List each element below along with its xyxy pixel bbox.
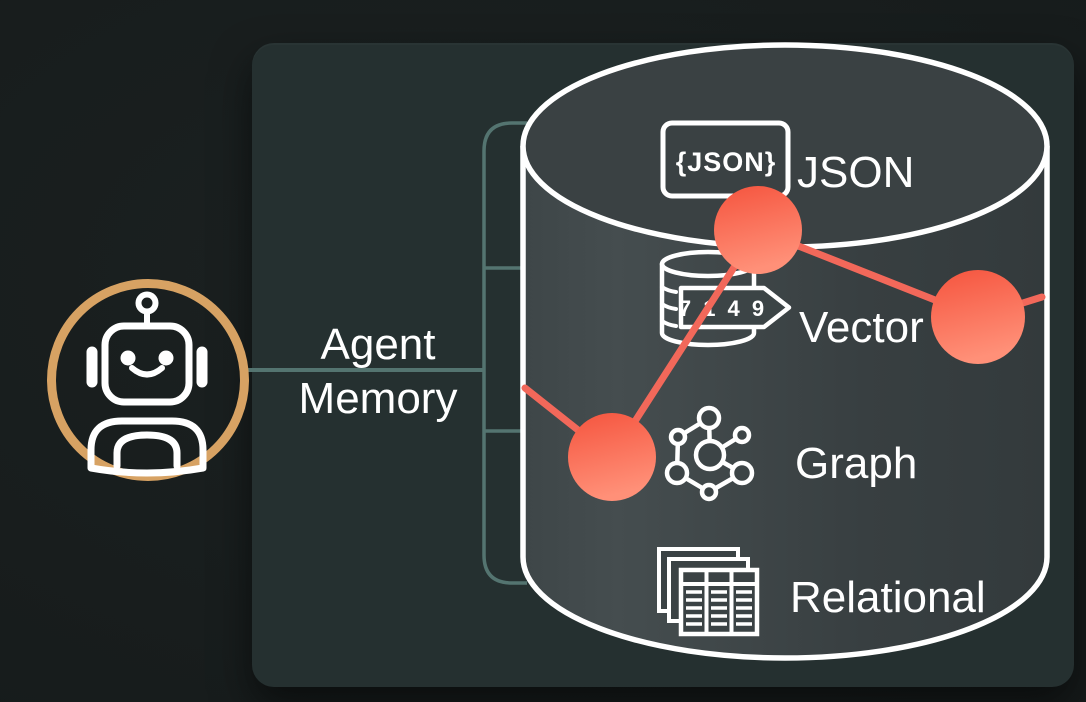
vector-tag xyxy=(678,285,792,330)
data-node-graph xyxy=(568,413,656,501)
graph-network-icon xyxy=(664,405,755,502)
relational-label: Relational xyxy=(790,573,986,622)
json-badge-icon: {JSON} xyxy=(660,120,791,199)
memory-item-relational: Relational xyxy=(657,547,986,637)
data-overlay xyxy=(521,186,1046,501)
json-label: JSON xyxy=(797,148,914,197)
connector-group xyxy=(243,121,527,585)
graph-label: Graph xyxy=(795,439,917,488)
vector-tag-digits: 7 1 4 9 xyxy=(679,296,767,321)
cylinder-outline xyxy=(520,146,1050,661)
memory-item-graph: Graph xyxy=(664,405,917,502)
robot-avatar xyxy=(47,279,249,481)
relational-tables-icon xyxy=(657,547,760,637)
memory-item-json: {JSON} JSON xyxy=(660,120,914,199)
data-node-vector xyxy=(931,270,1025,364)
connector-bracket xyxy=(482,121,527,585)
data-node-json xyxy=(714,186,802,274)
vector-label: Vector xyxy=(799,303,924,352)
database-cylinder xyxy=(520,42,1050,661)
agent-label-line2: Memory xyxy=(299,374,458,423)
gold-ring xyxy=(47,279,249,481)
agent-memory-label: Agent Memory xyxy=(299,320,458,423)
agent-label-line1: Agent xyxy=(321,320,436,369)
json-badge-text: {JSON} xyxy=(676,147,777,177)
robot-icon xyxy=(86,291,208,477)
